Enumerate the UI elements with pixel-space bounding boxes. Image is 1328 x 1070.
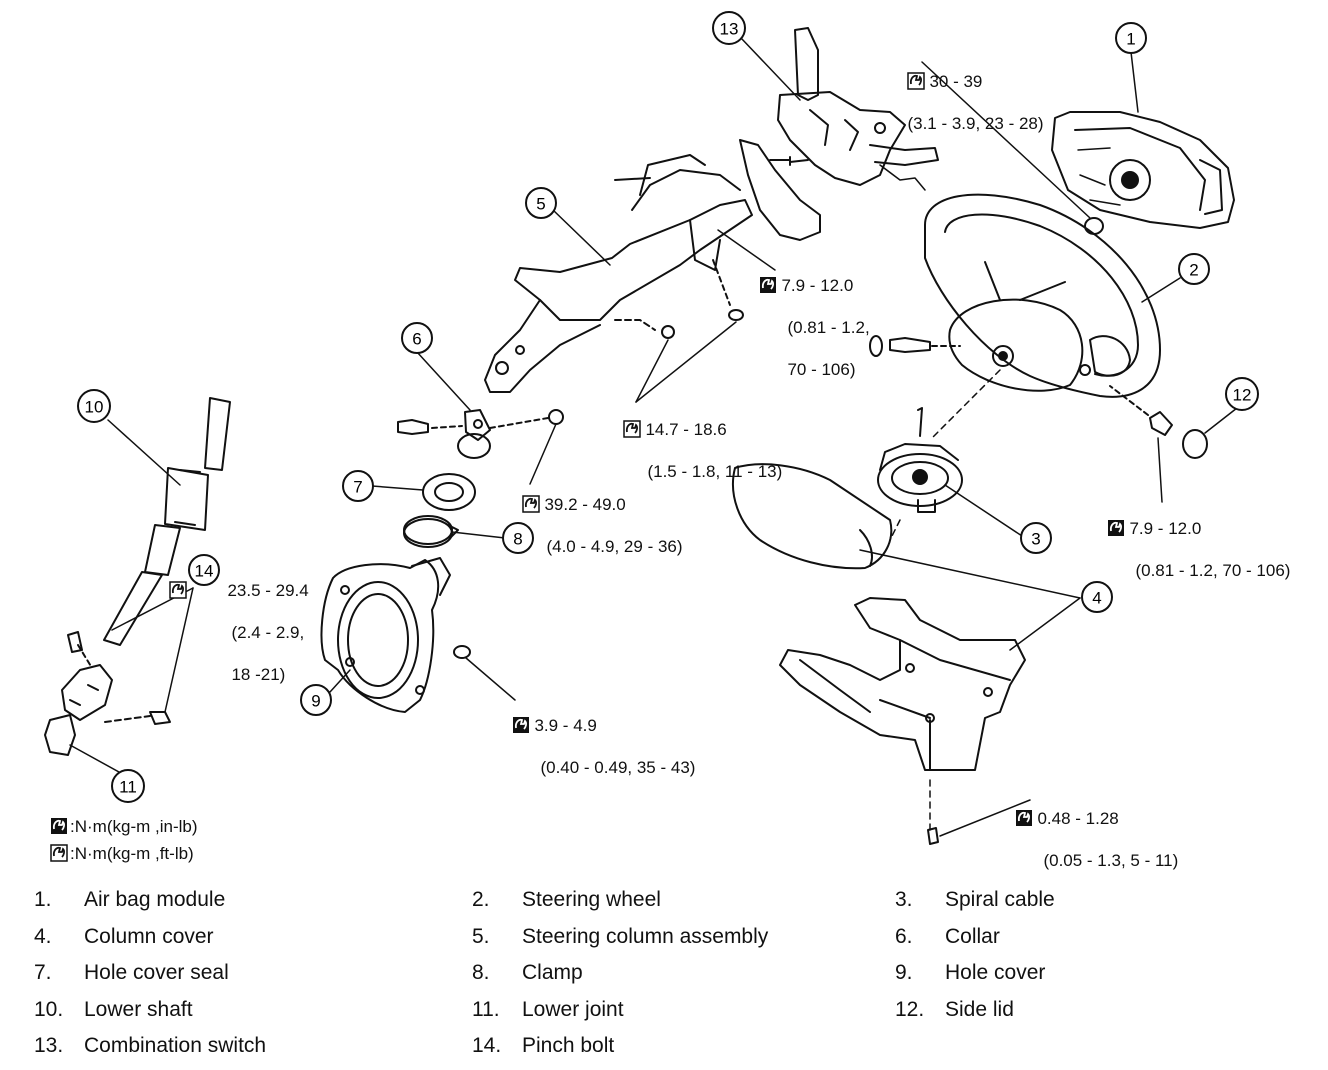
steering-wheel	[924, 193, 1161, 398]
svg-text:6: 6	[412, 330, 421, 349]
lower-shaft	[103, 397, 231, 646]
svg-text:1: 1	[1126, 30, 1135, 49]
svg-text:3: 3	[1031, 530, 1040, 549]
part-item: 13.Combination switch	[34, 1034, 267, 1057]
combination-switch	[777, 27, 939, 191]
part-item: 10.Lower shaft	[34, 998, 193, 1021]
legend-ftlb: :N·m(kg-m ,ft-lb)	[50, 842, 194, 866]
washer	[869, 335, 883, 357]
torque-wrench-inlb-icon	[50, 817, 68, 835]
svg-text:10: 10	[85, 398, 104, 417]
callout-1: 1	[1115, 22, 1147, 54]
torque-wrench-inlb-icon	[512, 716, 530, 734]
air-bag-nut	[1084, 217, 1104, 235]
pinch-bolt-drawing	[149, 711, 171, 725]
torque-spec-cover-screw: 0.48 - 1.28 (0.05 - 1.3, 5 - 11)	[1006, 787, 1178, 871]
svg-text:7: 7	[353, 478, 362, 497]
callout-8: 8	[502, 522, 534, 554]
callout-11: 11	[111, 769, 145, 803]
torque-spec-collar: 39.2 - 49.0 (4.0 - 4.9, 29 - 36)	[513, 473, 683, 557]
part-item: 6.Collar	[895, 925, 1000, 948]
torque-spec-side-bolt: 7.9 - 12.0 (0.81 - 1.2, 70 - 106)	[1098, 497, 1290, 581]
torque-wrench-inlb-icon	[1015, 809, 1033, 827]
svg-text:4: 4	[1092, 589, 1101, 608]
part-item: 11.Lower joint	[472, 998, 624, 1021]
part-item: 2.Steering wheel	[472, 888, 661, 911]
callout-5: 5	[525, 187, 557, 219]
column-cover-lower	[779, 597, 1026, 771]
callout-10: 10	[77, 389, 111, 423]
torque-wrench-inlb-icon	[1107, 519, 1125, 537]
steering-column-exploded-view: 1 2 3 4 5 6 7 8 9 10 11 12 13 14	[44, 11, 1259, 845]
collar-bolt	[397, 417, 549, 435]
svg-text:9: 9	[311, 692, 320, 711]
part-item: 1.Air bag module	[34, 888, 226, 911]
callout-2: 2	[1178, 253, 1210, 285]
wheel-bolt	[889, 337, 961, 353]
legend-inlb: :N·m(kg-m ,in-lb)	[50, 815, 198, 839]
part-item: 3.Spiral cable	[895, 888, 1055, 911]
side-lid	[1182, 429, 1208, 459]
clamp	[403, 515, 459, 548]
svg-text:12: 12	[1233, 386, 1252, 405]
part-item: 4.Column cover	[34, 925, 214, 948]
svg-text:8: 8	[513, 530, 522, 549]
column-cover-upper	[731, 463, 893, 570]
part-item: 5.Steering column assembly	[472, 925, 769, 948]
spiral-screw	[917, 407, 923, 437]
side-bolt	[1149, 411, 1173, 436]
torque-spec-hole-cover: 3.9 - 4.9 (0.40 - 0.49, 35 - 43)	[503, 694, 695, 778]
callout-6: 6	[401, 322, 433, 354]
part-item: 9.Hole cover	[895, 961, 1046, 984]
torque-spec-air-bag: 30 - 39 (3.1 - 3.9, 23 - 28)	[907, 72, 1044, 133]
callout-4: 4	[1081, 581, 1113, 613]
spiral-cable	[877, 443, 963, 513]
collar	[457, 409, 491, 459]
lower-joint	[44, 631, 151, 756]
svg-text:14: 14	[195, 562, 214, 581]
hole-cover-seal	[422, 473, 476, 511]
callout-13: 13	[712, 11, 746, 45]
svg-text:13: 13	[720, 20, 739, 39]
svg-text:5: 5	[536, 195, 545, 214]
svg-text:2: 2	[1189, 261, 1198, 280]
steering-column-assembly	[484, 139, 821, 393]
part-item: 7.Hole cover seal	[34, 961, 229, 984]
collar-nut	[548, 409, 564, 425]
air-bag-module	[1051, 111, 1235, 229]
torque-spec-column-mount: 14.7 - 18.6 (1.5 - 1.8, 11 - 13)	[614, 398, 782, 482]
torque-spec-pinch-bolt: 23.5 - 29.4 (2.4 - 2.9, 18 -21)	[160, 559, 309, 685]
part-item: 12.Side lid	[895, 998, 1014, 1021]
callout-9: 9	[300, 684, 332, 716]
torque-wrench-ftlb-icon	[169, 581, 188, 599]
callout-12: 12	[1225, 377, 1259, 411]
part-item: 8.Clamp	[472, 961, 583, 984]
callout-14: 14	[188, 554, 220, 586]
hole-cover	[320, 557, 451, 713]
part-item: 14.Pinch bolt	[472, 1034, 615, 1057]
torque-wrench-inlb-icon	[759, 276, 777, 294]
svg-text:11: 11	[119, 778, 137, 797]
cover-screw	[927, 827, 939, 845]
torque-wrench-ftlb-icon	[623, 420, 642, 438]
callout-7: 7	[342, 470, 374, 502]
torque-wrench-ftlb-icon	[50, 844, 68, 862]
torque-spec-wheel-bolt: 7.9 - 12.0 (0.81 - 1.2, 70 - 106)	[750, 254, 870, 380]
callout-3: 3	[1020, 522, 1052, 554]
hole-cover-nut	[453, 645, 471, 659]
torque-wrench-ftlb-icon	[907, 72, 926, 90]
torque-wrench-ftlb-icon	[522, 495, 541, 513]
